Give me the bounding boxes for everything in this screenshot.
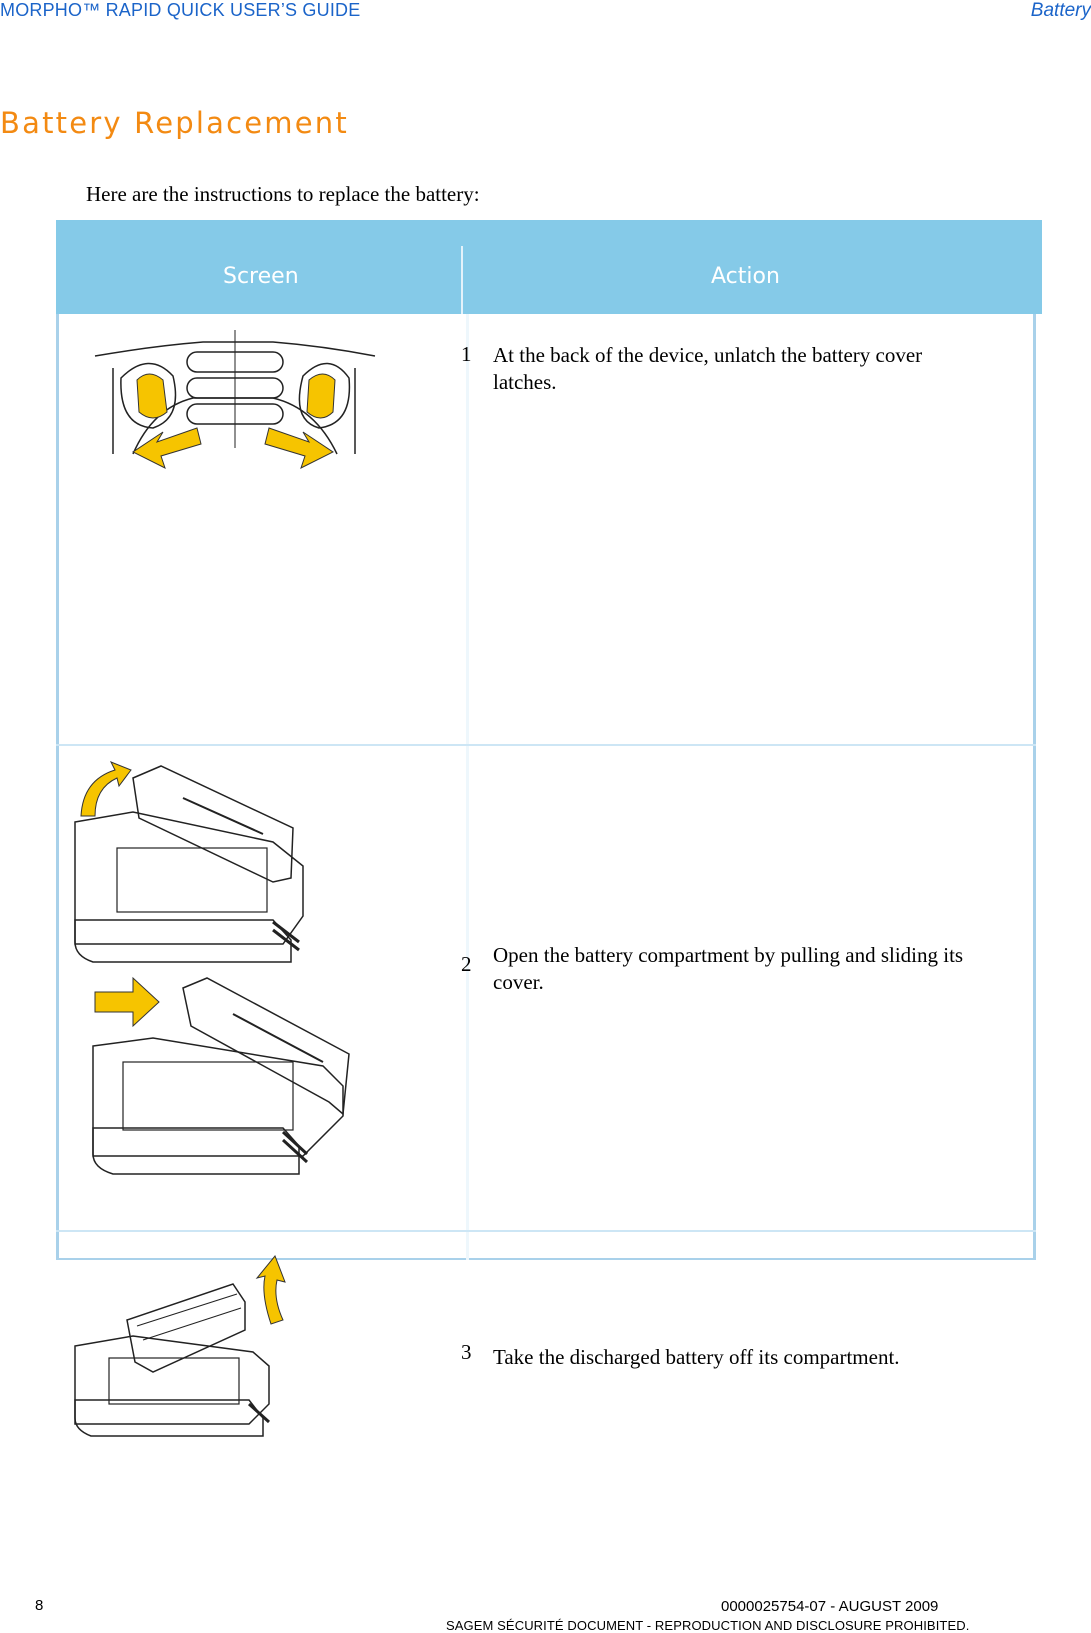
row-divider — [56, 744, 1036, 746]
step-number: 2 — [461, 952, 472, 976]
column-divider — [466, 314, 469, 1260]
column-header-action: Action — [711, 264, 780, 289]
column-header-screen: Screen — [223, 264, 299, 289]
legal-notice: SAGEM SÉCURITÉ DOCUMENT - REPRODUCTION A… — [446, 1618, 970, 1633]
guide-title: MORPHO™ RAPID QUICK USER’S GUIDE — [0, 0, 361, 20]
step-number: 1 — [461, 342, 472, 366]
screen-cell — [59, 314, 464, 746]
page-title: Battery Replacement — [0, 106, 349, 140]
table-row: 3 Take the discharged battery off its co… — [59, 1232, 1033, 1480]
step-text: Open the battery compartment by pulling … — [493, 943, 964, 994]
step-text: At the back of the device, unlatch the b… — [493, 343, 923, 394]
battery-cover-open-slide-illustration — [74, 761, 350, 1175]
table-row: 1 At the back of the device, unlatch the… — [56, 314, 1036, 746]
battery-latches-unlatch-illustration — [94, 330, 376, 469]
step-text: Take the discharged battery off its comp… — [493, 1345, 900, 1369]
intro-text: Here are the instructions to replace the… — [86, 182, 480, 206]
table-header: Screen Action — [56, 220, 1042, 314]
row-divider — [56, 1230, 1036, 1232]
section-name: Battery — [1030, 0, 1091, 21]
instructions-table: Screen Action 1 At the back — [56, 220, 1042, 1437]
screen-cell — [59, 1232, 464, 1480]
table-row: 2 Open the battery compartment by pullin… — [56, 746, 1036, 1232]
step-number: 3 — [461, 1340, 472, 1364]
page-number: 8 — [35, 1597, 44, 1614]
header-divider — [461, 246, 463, 314]
document-id: 0000025754-07 - AUGUST 2009 — [721, 1598, 939, 1615]
battery-remove-illustration — [74, 1255, 286, 1437]
screen-cell — [59, 746, 464, 1232]
